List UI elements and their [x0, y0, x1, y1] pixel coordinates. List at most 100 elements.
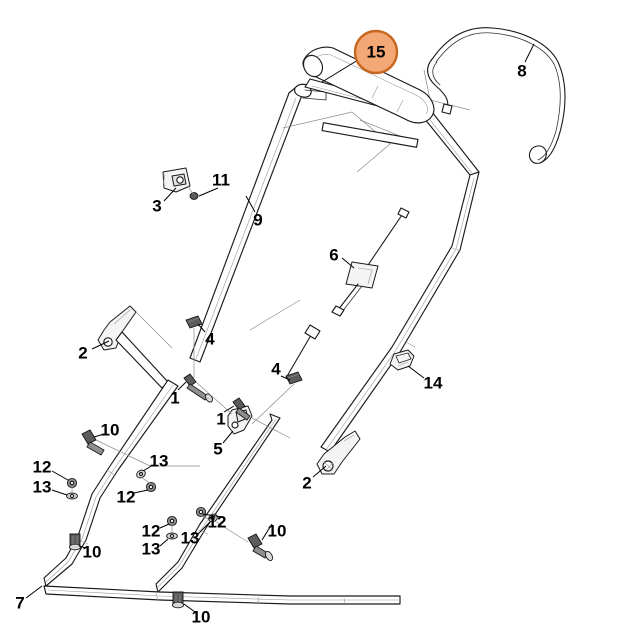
bottom-joint-2 [257, 596, 260, 605]
left-tube-bracket [302, 89, 327, 101]
leader-10b [261, 523, 273, 541]
callout-1-bolt-left[interactable]: 1 [170, 388, 179, 407]
cable-guide-5-hole [231, 421, 239, 429]
callout-2-lever-left[interactable]: 2 [78, 343, 87, 362]
leader-10d [183, 603, 196, 613]
cable-6-connector-block [345, 261, 379, 289]
callout-3-clamp[interactable]: 3 [152, 196, 161, 215]
bottom-joint-3 [343, 597, 346, 605]
cable-6-block-shade [357, 267, 373, 285]
panel-hint-mid [249, 299, 301, 331]
lever-2-left-arm [115, 331, 169, 389]
callout-14-cable-clip[interactable]: 14 [424, 373, 443, 392]
bolt-1-right [232, 397, 251, 421]
leader-2b [312, 465, 327, 478]
screw-11-head [189, 192, 199, 200]
leader-12b [133, 489, 149, 494]
bolt-10-a-shank [86, 441, 105, 456]
washer-13-c-hole [210, 515, 216, 521]
lower-handlebar-7 [43, 379, 401, 605]
leader-12a [51, 470, 69, 481]
bolt-1-left-thread [192, 386, 206, 396]
highlight-circle-part-15[interactable] [353, 29, 399, 75]
callout-6-control-cable[interactable]: 6 [329, 245, 338, 264]
cable-6-nipple [397, 207, 410, 219]
bolt-10-c-thread [72, 536, 78, 545]
callout-13-washer-a[interactable]: 13 [150, 451, 169, 470]
leader-4a [197, 323, 206, 333]
cable-8-terminal [441, 103, 453, 115]
washer-13-a-hole [138, 471, 144, 477]
callout-9-upper-handlebar[interactable]: 9 [253, 210, 262, 229]
leader-5 [222, 430, 234, 444]
cable-6-upper [365, 211, 405, 269]
leader-13b [51, 489, 68, 496]
lever-2-right-edge [343, 434, 355, 442]
leader-4b [280, 375, 291, 381]
leader-14 [407, 365, 425, 379]
leader-10a-to-bar [95, 439, 200, 467]
grip-seam-1 [371, 85, 379, 99]
right-tube-joint-2 [405, 341, 416, 348]
hardware-cluster-left-upper [66, 429, 157, 500]
callout-15-handle-grip[interactable]: 15 [367, 42, 386, 61]
callout-1-bolt-right[interactable]: 1 [216, 409, 225, 428]
bolt-1-left-tip [205, 393, 213, 403]
assembly-leaders [71, 311, 295, 543]
washer-13-d-hole [169, 533, 175, 539]
cable-8-left-inner [432, 61, 441, 86]
callout-11-screw[interactable]: 11 [212, 170, 230, 189]
callout-7-lower-handlebar[interactable]: 7 [15, 593, 24, 612]
leader-3 [163, 187, 177, 202]
lever-2-right [316, 430, 361, 475]
grip-seam-2 [396, 99, 404, 113]
callout-12-nut-c[interactable]: 12 [208, 512, 227, 531]
leader-12c [202, 513, 223, 518]
callout-12-nut-a[interactable]: 12 [33, 457, 52, 476]
lever-2-right-hatch [323, 461, 334, 471]
leader-13a [142, 464, 154, 472]
callout-10-bolt-bottom[interactable]: 10 [192, 607, 211, 626]
callout-13-washer-c[interactable]: 13 [181, 528, 200, 547]
callout-10-bolt-right[interactable]: 10 [268, 521, 287, 540]
leader-lever-bar [135, 311, 173, 349]
callout-10-bolt-upper-left[interactable]: 10 [101, 420, 120, 439]
callout-12-nut-b[interactable]: 12 [117, 487, 136, 506]
bolt-10-b-head [247, 533, 263, 549]
cable-clip-14-body [389, 349, 415, 371]
callout-12-nut-d[interactable]: 12 [142, 521, 161, 540]
lower-bar-right-shade [156, 418, 277, 589]
bolt-1-right-head [232, 397, 246, 411]
leader-7 [25, 585, 43, 599]
callout-4-wing-nut-left[interactable]: 4 [205, 329, 215, 348]
callout-8-cable-harness[interactable]: 8 [517, 61, 526, 80]
wing-nut-4-left-body [185, 315, 203, 329]
bottom-joint-1 [155, 592, 159, 602]
washer-13-b-hole [69, 493, 75, 499]
cable-8-main [432, 27, 566, 164]
cable-harness-8 [427, 27, 566, 164]
leader-1a-guide [195, 381, 233, 415]
callout-13-washer-d[interactable]: 13 [142, 539, 161, 558]
bolt-10-d-head [171, 601, 185, 609]
lower-bar-right-joint-1 [197, 529, 209, 535]
leader-13d [159, 538, 169, 547]
callout-5-cable-guide[interactable]: 5 [213, 439, 222, 458]
clamp-3-edge [162, 173, 166, 187]
callout-4-wing-nut-right[interactable]: 4 [271, 359, 281, 378]
bolt-1-left-shank [186, 383, 209, 401]
leader-15 [321, 59, 359, 83]
callout-13-washer-b[interactable]: 13 [33, 477, 52, 496]
leader-guide-bar [251, 417, 291, 439]
clamp-3-assembly [162, 167, 199, 200]
nut-12-b-hole [148, 484, 154, 490]
leader-13c [197, 521, 211, 535]
callout-10-bolt-lower-left[interactable]: 10 [83, 542, 102, 561]
cable-8-left-bend [427, 57, 449, 109]
callout-2-lever-right[interactable]: 2 [302, 473, 311, 492]
upper-handlebar-assembly [189, 69, 480, 453]
upper-handlebar-left-tube [189, 87, 303, 363]
cable-6-end-ferrule [331, 305, 345, 317]
leader-10c [78, 545, 87, 549]
cable-clip-14-jaw [395, 352, 412, 364]
